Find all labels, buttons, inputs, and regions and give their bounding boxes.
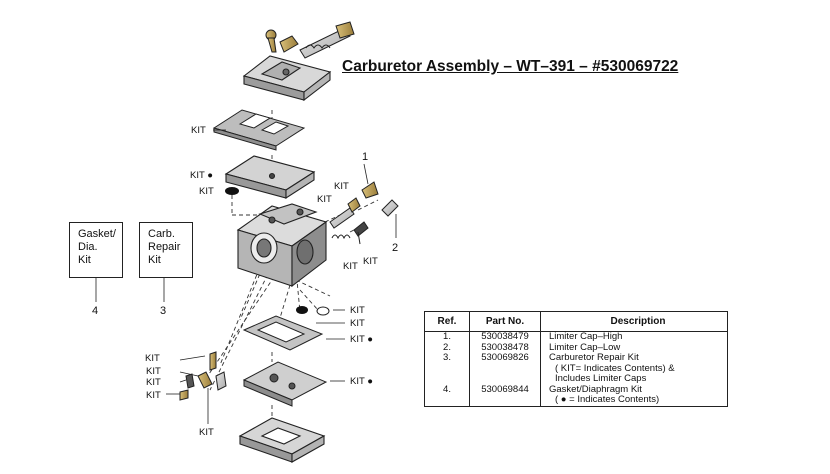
kit-box-line: Carb.	[148, 228, 175, 240]
pump-gasket	[242, 315, 324, 351]
kit-label: KIT	[146, 377, 161, 388]
table-cell-desc: Includes Limiter Caps	[555, 373, 647, 384]
table-cell-part: 530038479	[481, 331, 529, 342]
top-screw-spring	[265, 21, 355, 59]
kit-dot-label: KIT ●	[350, 334, 373, 345]
table-spacer	[425, 395, 469, 406]
part-no-column: 530038479 530038478 530069826 530069844	[469, 331, 541, 406]
table-cell-desc: Limiter Cap–High	[549, 331, 623, 342]
kit-box-ref-3: 3	[160, 305, 167, 317]
parts-table-body: 1. 2. 3. 4. 530038479 530038478 53006982…	[425, 331, 728, 407]
table-cell-desc: Limiter Cap–Low	[549, 341, 621, 353]
kit-box-line: Repair	[148, 241, 181, 253]
kit-label: KIT	[146, 390, 161, 401]
callout-leaders	[95, 129, 397, 424]
assembly-guide-lines	[204, 110, 379, 420]
diagram-title: Carburetor Assembly – WT–391 – #53006972…	[342, 58, 679, 75]
kit-box-ref-4: 4	[92, 305, 99, 317]
table-cell-part: 530069844	[481, 383, 529, 395]
kit-box-line: Dia.	[78, 241, 98, 253]
kit-label: KIT	[146, 366, 161, 377]
table-cell-desc: ( ● = Indicates Contents)	[555, 394, 660, 405]
table-cell-ref: 2.	[443, 341, 451, 353]
check-disc	[296, 306, 308, 314]
left-small-parts	[179, 351, 227, 401]
table-cell-part: 530069826	[481, 352, 529, 363]
table-cell-part: 530038478	[481, 341, 529, 353]
parts-table: Ref. Part No. Description 1. 2. 3. 4. 53…	[424, 311, 728, 407]
kit-box-line: Kit	[148, 254, 161, 266]
o-ring	[225, 187, 239, 195]
header-ref: Ref.	[424, 311, 470, 332]
kit-label: KIT	[191, 125, 206, 136]
pump-plate	[224, 155, 316, 200]
kit-label: KIT	[145, 353, 160, 364]
table-cell-ref: 4.	[443, 383, 451, 395]
adjusting-needles	[329, 181, 399, 245]
kit-label: KIT	[343, 261, 358, 272]
kit-label: KIT	[363, 256, 378, 267]
table-cell-desc: Gasket/Diaphragm Kit	[549, 383, 642, 395]
parts-table-header-row: Ref. Part No. Description	[424, 311, 728, 332]
kit-label: KIT	[334, 181, 349, 192]
kit-dot-label: KIT ●	[190, 170, 213, 181]
pump-cover	[238, 417, 326, 463]
kit-label: KIT	[199, 427, 214, 438]
screen-disc	[316, 306, 330, 316]
kit-label: KIT	[350, 305, 365, 316]
ref-callout-2: 2	[392, 242, 399, 254]
pump-diaphragm	[242, 361, 328, 407]
kit-label: KIT	[317, 194, 332, 205]
header-part-no: Part No.	[469, 311, 541, 332]
metering-cover	[242, 55, 332, 102]
kit-label: KIT	[350, 318, 365, 329]
kit-label: KIT	[199, 186, 214, 197]
kit-dot-label: KIT ●	[350, 376, 373, 387]
gasket-dia-kit-box: Gasket/ Dia. Kit	[69, 222, 123, 278]
table-cell-desc: ( KIT= Indicates Contents) &	[555, 362, 675, 374]
carburetor-body	[236, 203, 328, 288]
table-cell-ref: 3.	[443, 352, 451, 363]
kit-box-line: Kit	[78, 254, 91, 266]
table-spacer	[470, 374, 540, 385]
ref-callout-1: 1	[362, 151, 369, 163]
carb-repair-kit-box: Carb. Repair Kit	[139, 222, 193, 278]
table-spacer	[425, 374, 469, 385]
table-cell-desc: Carburetor Repair Kit	[549, 352, 639, 363]
table-spacer	[470, 395, 540, 406]
metering-gasket	[212, 109, 306, 151]
description-column: Limiter Cap–High Limiter Cap–Low Carbure…	[540, 331, 728, 406]
kit-box-line: Gasket/	[78, 228, 116, 240]
ref-column: 1. 2. 3. 4.	[425, 331, 470, 407]
table-cell-ref: 1.	[443, 331, 451, 342]
header-description: Description	[540, 311, 728, 332]
